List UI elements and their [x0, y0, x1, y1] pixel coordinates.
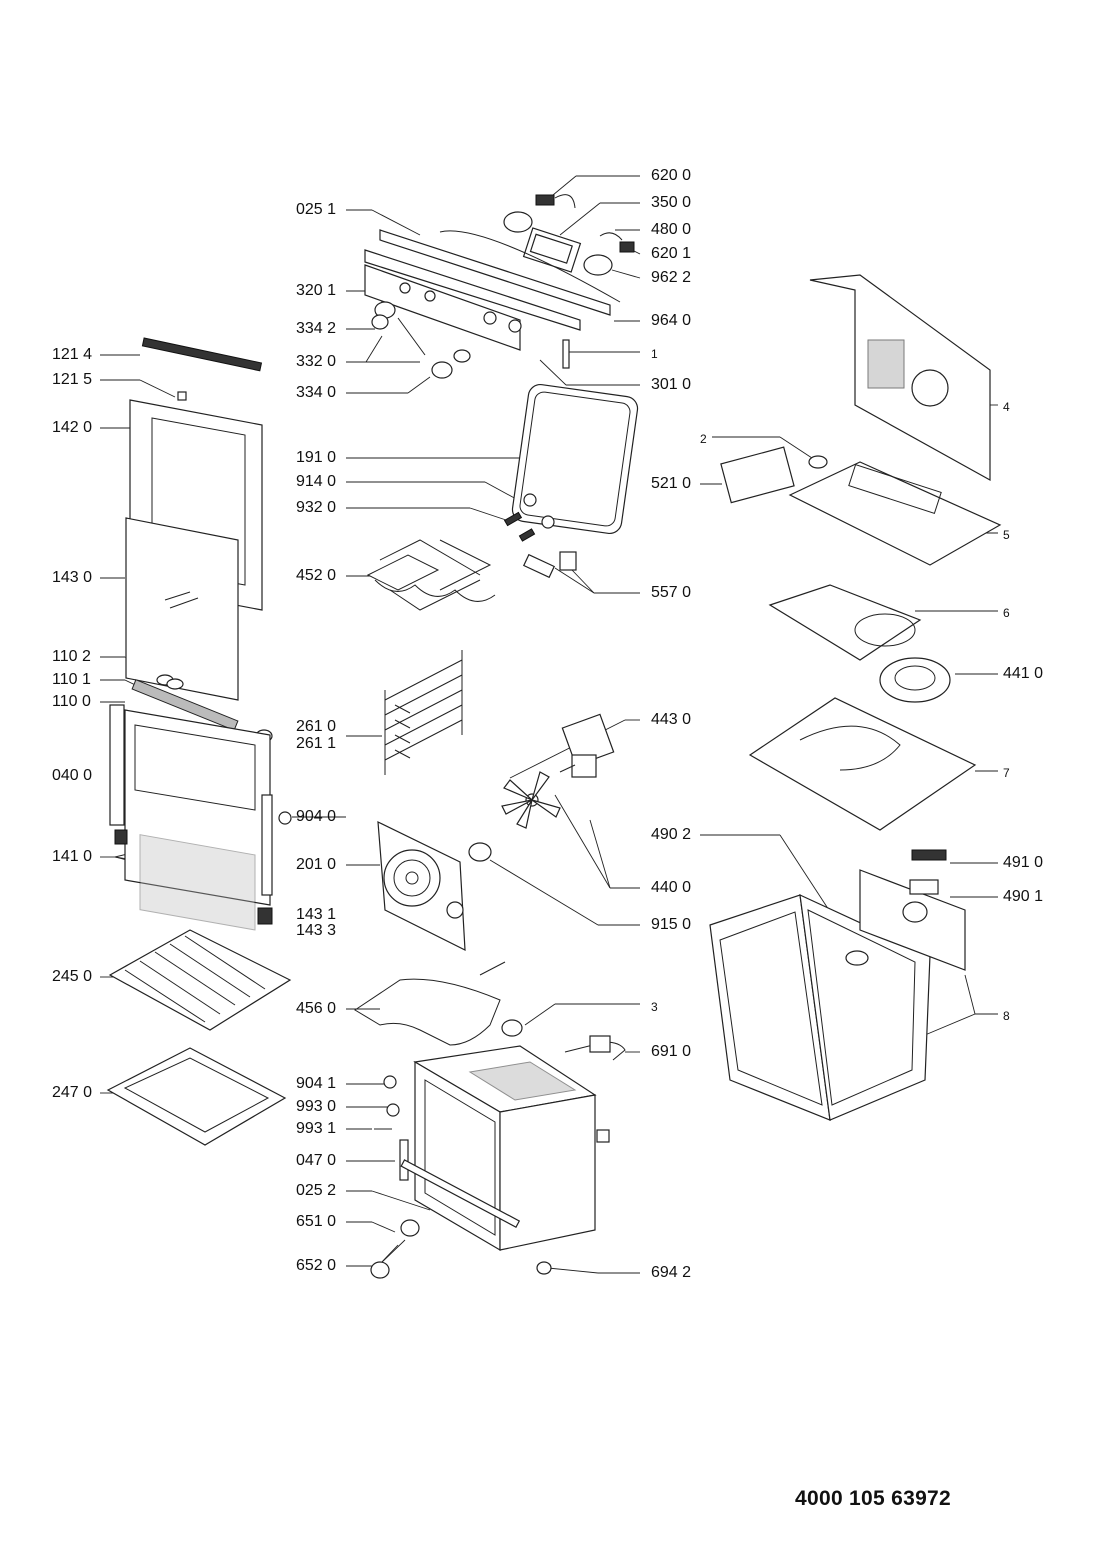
part-label-0470: 047 0: [296, 1152, 337, 1169]
part-label-0251: 025 1: [296, 201, 337, 218]
part-label-1433: 143 3: [296, 922, 337, 939]
right-parts-group: [709, 274, 1002, 1121]
part-label-2611: 261 1: [296, 735, 337, 752]
fan-duct: [768, 584, 922, 661]
inner-door-glass: [125, 517, 239, 701]
cabinet-frame: [709, 849, 966, 1121]
side-rack: [384, 650, 463, 775]
part-label-6201: 620 1: [651, 245, 692, 262]
part-label-3010: 301 0: [651, 376, 692, 393]
part-label-1101: 110 1: [52, 671, 91, 688]
part-label-6942: 694 2: [651, 1264, 692, 1281]
part-label-9622: 962 2: [651, 269, 692, 286]
fan-assembly: [501, 713, 615, 829]
part-label-9930: 993 0: [296, 1098, 337, 1115]
part-label-1: 1: [651, 347, 658, 361]
top-panel: [788, 461, 1002, 566]
part-label-4520: 452 0: [296, 567, 337, 584]
part-label-4902: 490 2: [651, 826, 692, 843]
part-label-9931: 993 1: [296, 1120, 337, 1137]
door-frame: [124, 709, 271, 906]
part-label-1215: 121 5: [52, 371, 93, 388]
part-label-3: 3: [651, 1000, 658, 1014]
part-label-3201: 320 1: [296, 282, 337, 299]
part-label-1420: 142 0: [52, 419, 93, 436]
part-label-4910: 491 0: [1003, 854, 1044, 871]
part-label-2450: 245 0: [52, 968, 93, 985]
part-label-1214: 121 4: [52, 346, 93, 363]
part-label-2610: 261 0: [296, 718, 337, 735]
control-panel-group: [364, 194, 635, 379]
part-label-1910: 191 0: [296, 449, 337, 466]
part-label-4430: 443 0: [651, 711, 692, 728]
part-label-7: 7: [1003, 766, 1010, 780]
middle-parts-group: [354, 383, 639, 1061]
grill-element: [366, 539, 492, 611]
document-number: 4000 105 63972: [795, 1487, 952, 1510]
part-label-9150: 915 0: [651, 916, 692, 933]
part-label-1431: 143 1: [296, 906, 337, 923]
part-label-9140: 914 0: [296, 473, 337, 490]
bottom-panel: [748, 697, 977, 831]
part-label-5570: 557 0: [651, 584, 692, 601]
part-label-2010: 201 0: [296, 856, 337, 873]
part-label-0252: 025 2: [296, 1182, 337, 1199]
part-label-4410: 441 0: [1003, 665, 1044, 682]
part-label-6510: 651 0: [296, 1213, 337, 1230]
part-label-9320: 932 0: [296, 499, 337, 516]
lower-heating-element: [354, 978, 501, 1046]
part-label-6520: 652 0: [296, 1257, 337, 1274]
part-label-2: 2: [700, 432, 707, 446]
part-label-2470: 247 0: [52, 1084, 93, 1101]
part-label-4400: 440 0: [651, 879, 692, 896]
part-label-5: 5: [1003, 528, 1010, 542]
part-label-3320: 332 0: [296, 353, 337, 370]
part-label-3342: 334 2: [296, 320, 337, 337]
part-label-3500: 350 0: [651, 194, 692, 211]
part-label-3340: 334 0: [296, 384, 337, 401]
part-label-4901: 490 1: [1003, 888, 1044, 905]
part-label-9041: 904 1: [296, 1075, 337, 1092]
door-group: [109, 337, 292, 931]
part-label-1430: 143 0: [52, 569, 93, 586]
shelf-group: [106, 929, 292, 1146]
part-label-1100: 110 0: [52, 693, 91, 710]
wire-shelf: [108, 929, 292, 1031]
oven-cavity: [370, 1045, 610, 1279]
part-label-0400: 040 0: [52, 767, 93, 784]
part-label-5210: 521 0: [651, 475, 692, 492]
part-label-4800: 480 0: [651, 221, 692, 238]
baking-tray: [106, 1047, 287, 1146]
part-label-1410: 141 0: [52, 848, 93, 865]
part-label-6200: 620 0: [651, 167, 692, 184]
part-label-9640: 964 0: [651, 312, 692, 329]
part-label-6: 6: [1003, 606, 1010, 620]
part-label-9040: 904 0: [296, 808, 337, 825]
part-label-6910: 691 0: [651, 1043, 692, 1060]
part-label-4: 4: [1003, 400, 1010, 414]
fan-cover: [377, 821, 466, 951]
part-label-1102: 110 2: [52, 648, 91, 665]
door-seal: [511, 383, 639, 535]
part-label-8: 8: [1003, 1009, 1010, 1023]
part-label-4560: 456 0: [296, 1000, 337, 1017]
